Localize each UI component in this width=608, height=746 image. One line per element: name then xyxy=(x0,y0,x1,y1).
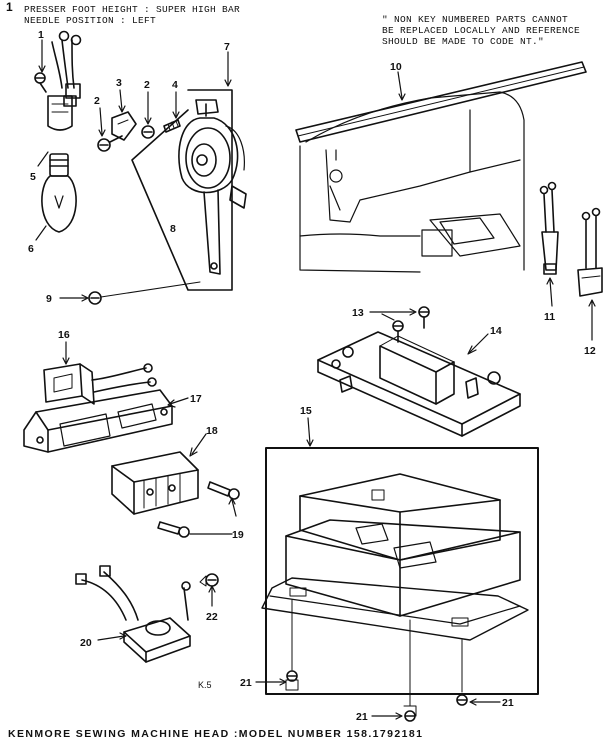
note-line-2: BE REPLACED LOCALLY AND REFERENCE xyxy=(382,25,581,36)
part-9-screw xyxy=(88,281,201,305)
callout-2b: 2 xyxy=(144,79,150,91)
model-number-title: KENMORE SEWING MACHINE HEAD :MODEL NUMBE… xyxy=(8,728,424,740)
note-line-1: " NON KEY NUMBERED PARTS CANNOT xyxy=(382,14,569,25)
callout-13: 13 xyxy=(352,307,364,319)
callout-19: 19 xyxy=(232,529,244,541)
callout-18: 18 xyxy=(206,425,218,437)
callout-8: 8 xyxy=(170,223,176,235)
callout-17: 17 xyxy=(190,393,202,405)
callout-3: 3 xyxy=(116,77,122,89)
callout-15: 15 xyxy=(300,405,312,417)
part-16-connector xyxy=(43,363,157,405)
callout-11: 11 xyxy=(544,311,555,323)
part-5-lamp-socket xyxy=(47,30,82,131)
callout-16: 16 xyxy=(58,329,70,341)
callout-7: 7 xyxy=(224,41,230,53)
callout-20: 20 xyxy=(80,637,92,649)
leader-arrows xyxy=(35,39,596,720)
callout-4: 4 xyxy=(172,79,178,91)
callout-9: 9 xyxy=(46,293,52,305)
callout-10: 10 xyxy=(390,61,402,73)
callout-14: 14 xyxy=(490,325,502,337)
part-20-switch xyxy=(75,565,191,663)
part-13-screws xyxy=(392,306,430,343)
note-line-3: SHOULD BE MADE TO CODE NT." xyxy=(382,36,545,47)
callout-12: 12 xyxy=(584,345,596,357)
part-12-wire-lead xyxy=(577,207,603,297)
needle-position-text: NEEDLE POSITION : LEFT xyxy=(24,15,157,26)
part-19-screws xyxy=(157,481,240,538)
non-key-parts-note: " NON KEY NUMBERED PARTS CANNOT BE REPLA… xyxy=(382,14,580,47)
callout-numbers: 1 2 2 3 4 5 6 7 8 9 10 11 12 13 14 15 16… xyxy=(28,29,596,723)
callout-1: 1 xyxy=(38,29,44,41)
machine-settings-note: PRESSER FOOT HEIGHT : SUPER HIGH BAR NEE… xyxy=(24,4,240,26)
part-18-terminal-block xyxy=(111,451,199,515)
part-7-winder-plate xyxy=(131,89,233,291)
callout-22: 22 xyxy=(206,611,218,623)
callout-2a: 2 xyxy=(94,95,100,107)
part-22-screw xyxy=(199,573,219,587)
part-1-screw xyxy=(34,72,47,93)
part-11-wire-lead xyxy=(539,181,559,275)
machine-head-outline xyxy=(299,91,525,273)
part-2-screw-right xyxy=(141,125,155,139)
callout-5: 5 xyxy=(30,171,36,183)
part-8-bobbin-winder xyxy=(178,99,247,275)
part-2-screw-left xyxy=(97,135,123,152)
part-3-bracket xyxy=(111,111,137,141)
code-mark: K.5 xyxy=(198,680,212,690)
presser-foot-height-text: PRESSER FOOT HEIGHT : SUPER HIGH BAR xyxy=(24,4,241,15)
callout-21c: 21 xyxy=(502,697,514,709)
part-21-screws xyxy=(285,599,468,722)
part-10-arm-bar xyxy=(295,61,587,143)
part-17-housing xyxy=(23,389,173,453)
part-15-bed-cover xyxy=(261,447,539,695)
page-mark: 1 xyxy=(6,0,13,14)
callout-21b: 21 xyxy=(356,711,368,723)
callout-6: 6 xyxy=(28,243,34,255)
callout-21a: 21 xyxy=(240,677,252,689)
part-14-circuit-board xyxy=(317,331,521,437)
part-6-bulb xyxy=(41,153,77,233)
